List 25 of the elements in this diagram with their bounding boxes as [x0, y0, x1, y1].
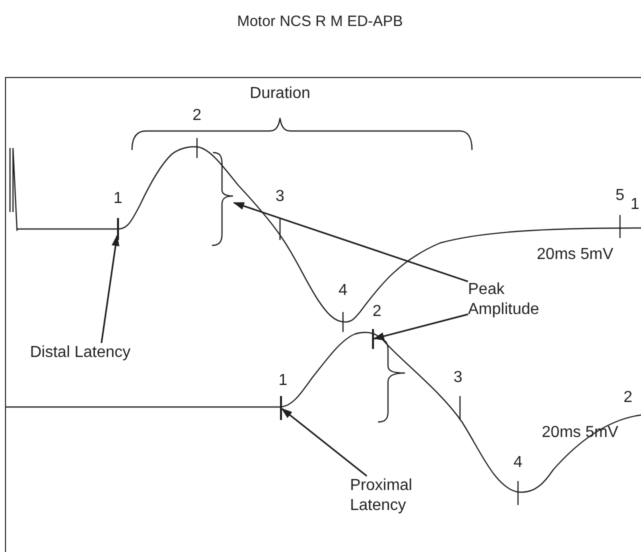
- tick-mark: [372, 329, 374, 349]
- annotation-label: Proximal Latency: [350, 476, 434, 516]
- tick-label: 4: [514, 453, 522, 472]
- leader-arrow: [232, 202, 468, 282]
- tick-label: 2: [192, 106, 202, 125]
- tick-label: 1: [114, 189, 122, 208]
- annotation-label: Peak Amplitude: [468, 280, 578, 320]
- scale-label: 20ms 5mV: [536, 245, 614, 264]
- tick-mark: [117, 218, 119, 240]
- annotation-label: Distal Latency: [30, 343, 170, 363]
- tick-label: 2: [372, 302, 382, 321]
- leader-arrow: [372, 314, 468, 340]
- tick-mark: [280, 396, 282, 420]
- bracket-label: Duration: [250, 84, 310, 103]
- tick-label: 4: [338, 281, 348, 300]
- tick-label: 3: [276, 187, 284, 206]
- tick-label: 3: [454, 368, 462, 387]
- tick-label: 1: [278, 371, 288, 390]
- chart-title: Motor NCS R M ED-APB: [237, 12, 403, 31]
- trace-number: 2: [624, 388, 632, 407]
- leader-arrow: [100, 234, 120, 344]
- trace-number: 1: [630, 195, 640, 214]
- leader-arrow: [281, 408, 368, 477]
- tick-label: 5: [616, 186, 624, 205]
- amplitude-bracket: [212, 152, 234, 246]
